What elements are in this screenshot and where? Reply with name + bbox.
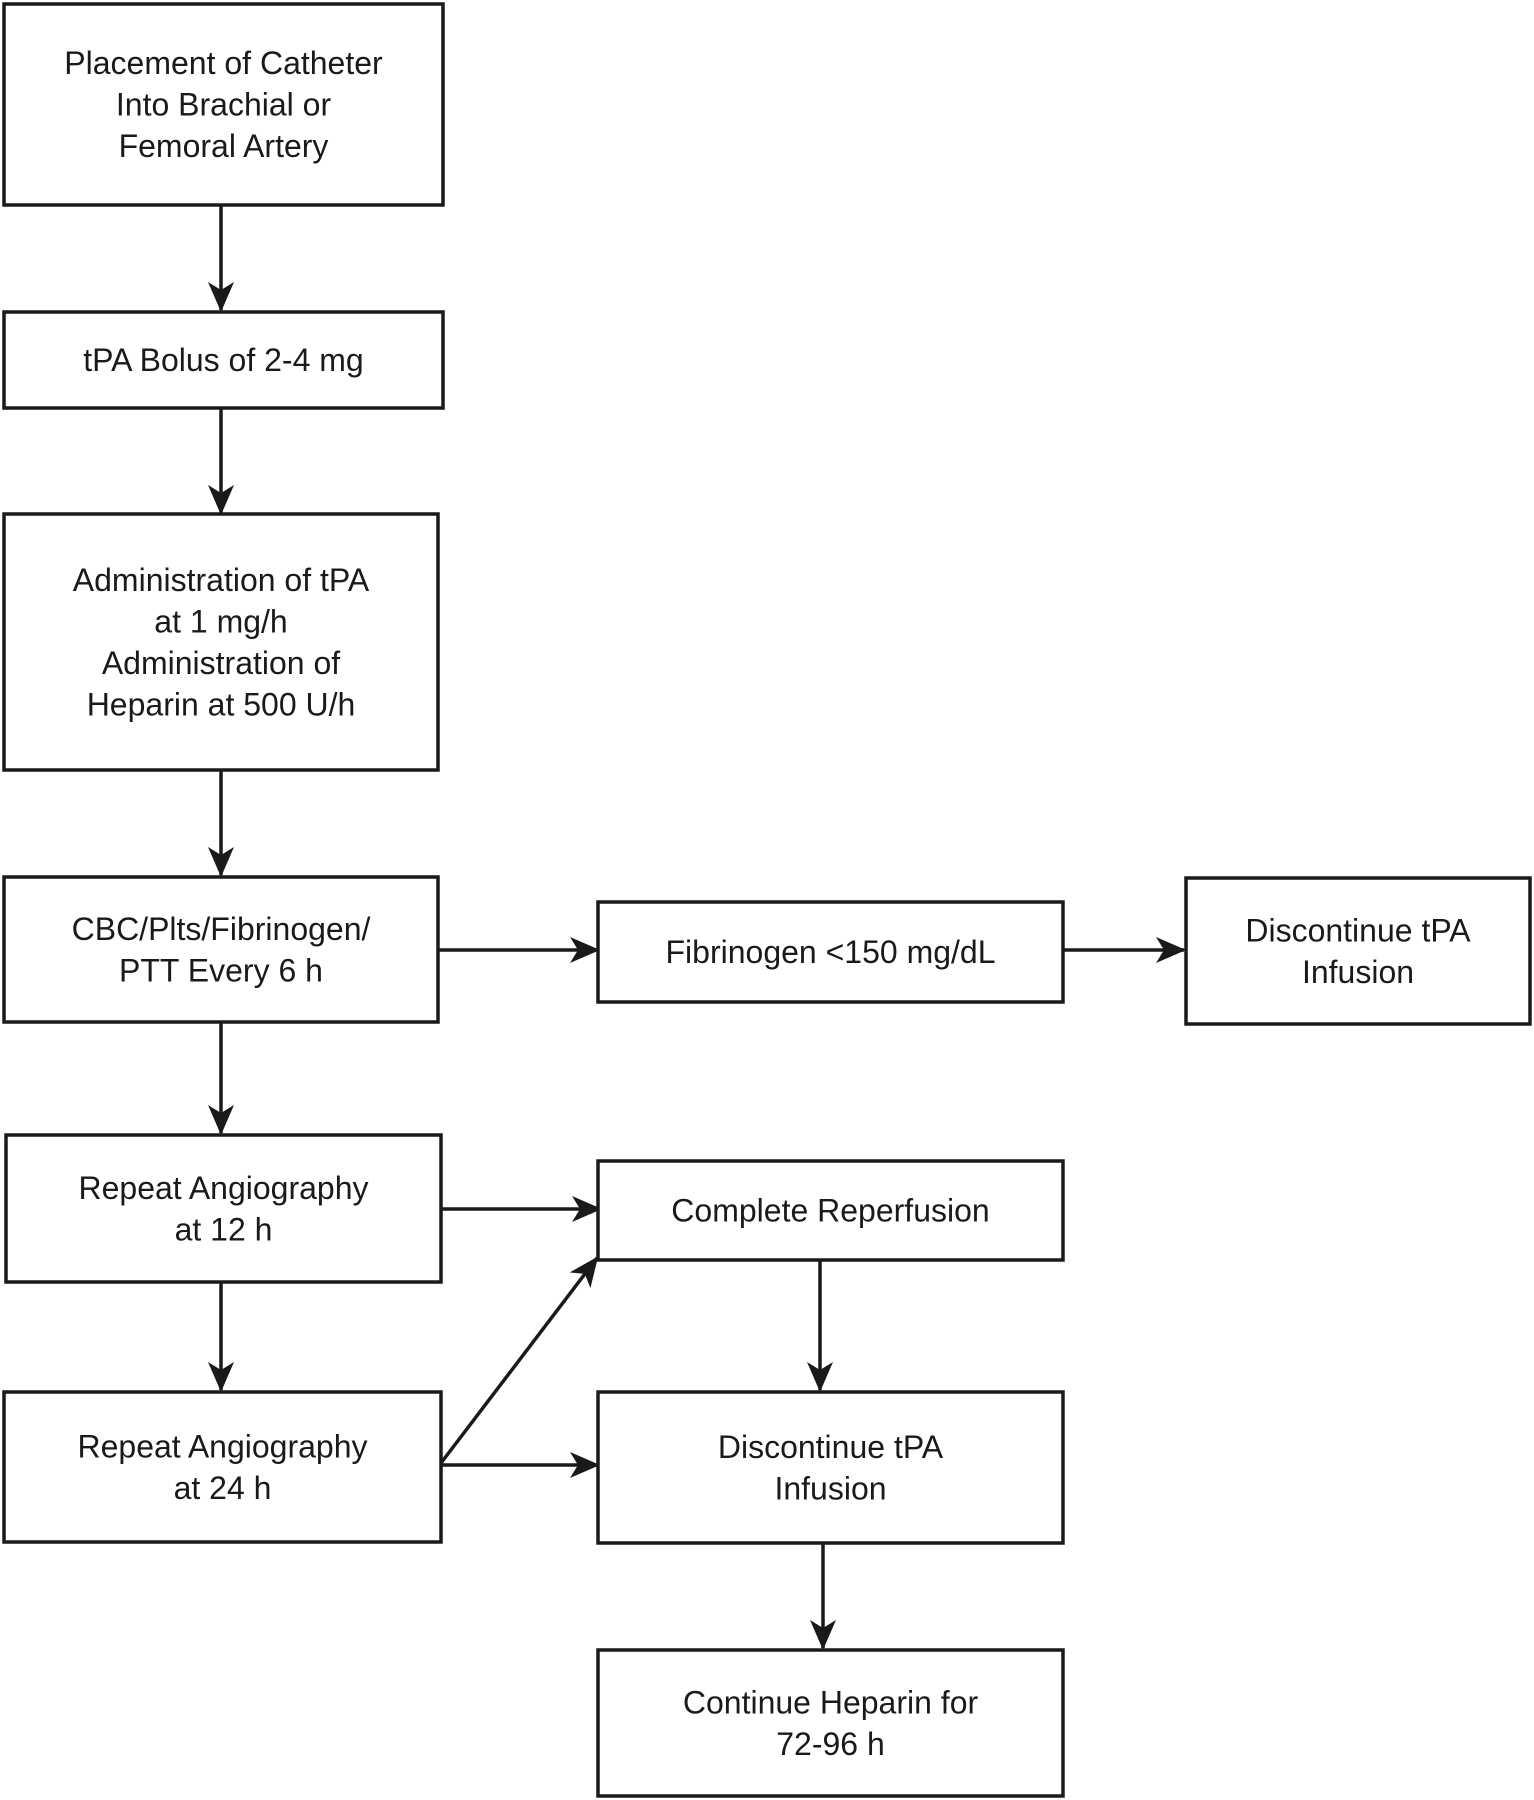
arrow-angio24-to-reperfusion: [439, 1256, 599, 1465]
node-label-line: tPA Bolus of 2-4 mg: [83, 342, 363, 378]
node-box: [1184, 876, 1532, 1026]
node-label-line: Continue Heparin for: [683, 1684, 979, 1720]
node-box: [2, 310, 445, 410]
flow-arrows: [208, 206, 1186, 1650]
node-fibrinogen: Fibrinogen <150 mg/dL: [596, 900, 1065, 1004]
node-label-line: Administration of tPA: [73, 562, 370, 598]
node-administration: Administration of tPA at 1 mg/hAdministra…: [2, 512, 440, 772]
node-box: [2, 512, 440, 772]
node-label-line: Infusion: [774, 1470, 886, 1506]
node-label-line: Placement of Catheter: [64, 45, 383, 81]
node-label-line: Complete Reperfusion: [671, 1193, 989, 1229]
node-angio12: Repeat Angiography at 12 h: [4, 1133, 443, 1284]
node-box: [596, 1648, 1065, 1798]
node-label-line: Fibrinogen <150 mg/dL: [666, 934, 996, 970]
node-label-line: at 1 mg/h: [154, 603, 287, 639]
node-label-line: Into Brachial or: [116, 87, 332, 123]
node-label-line: Discontinue tPA: [718, 1429, 944, 1465]
node-label-line: PTT Every 6 h: [119, 952, 323, 988]
node-box: [596, 900, 1065, 1004]
node-angio24: Repeat Angiography at 24 h: [2, 1390, 443, 1544]
node-box: [596, 1159, 1065, 1262]
node-label-line: Administration of: [102, 645, 340, 681]
node-label-line: Heparin at 500 U/h: [87, 686, 356, 722]
node-label-line: 72-96 h: [776, 1726, 885, 1762]
node-labs: CBC/Plts/Fibrinogen/PTT Every 6 h: [2, 875, 440, 1024]
node-label-line: Discontinue tPA: [1245, 912, 1471, 948]
node-box: [4, 1133, 443, 1284]
node-box: [2, 2, 445, 207]
node-discontinue-bottom: Discontinue tPA Infusion: [596, 1390, 1065, 1545]
node-label-line: at 24 h: [174, 1470, 272, 1506]
node-label-line: at 12 h: [175, 1211, 273, 1247]
node-box: [2, 875, 440, 1024]
node-box: [2, 1390, 443, 1544]
node-label-line: Femoral Artery: [119, 128, 329, 164]
node-label-line: Repeat Angiography: [79, 1170, 369, 1206]
node-bolus: tPA Bolus of 2-4 mg: [2, 310, 445, 410]
node-box: [596, 1390, 1065, 1545]
node-label-line: CBC/Plts/Fibrinogen/: [72, 911, 371, 947]
node-reperfusion: Complete Reperfusion: [596, 1159, 1065, 1262]
node-heparin: Continue Heparin for 72-96 h: [596, 1648, 1065, 1798]
node-discontinue-top: Discontinue tPA Infusion: [1184, 876, 1532, 1026]
node-label-line: Infusion: [1302, 954, 1414, 990]
node-label-line: Repeat Angiography: [78, 1428, 368, 1464]
